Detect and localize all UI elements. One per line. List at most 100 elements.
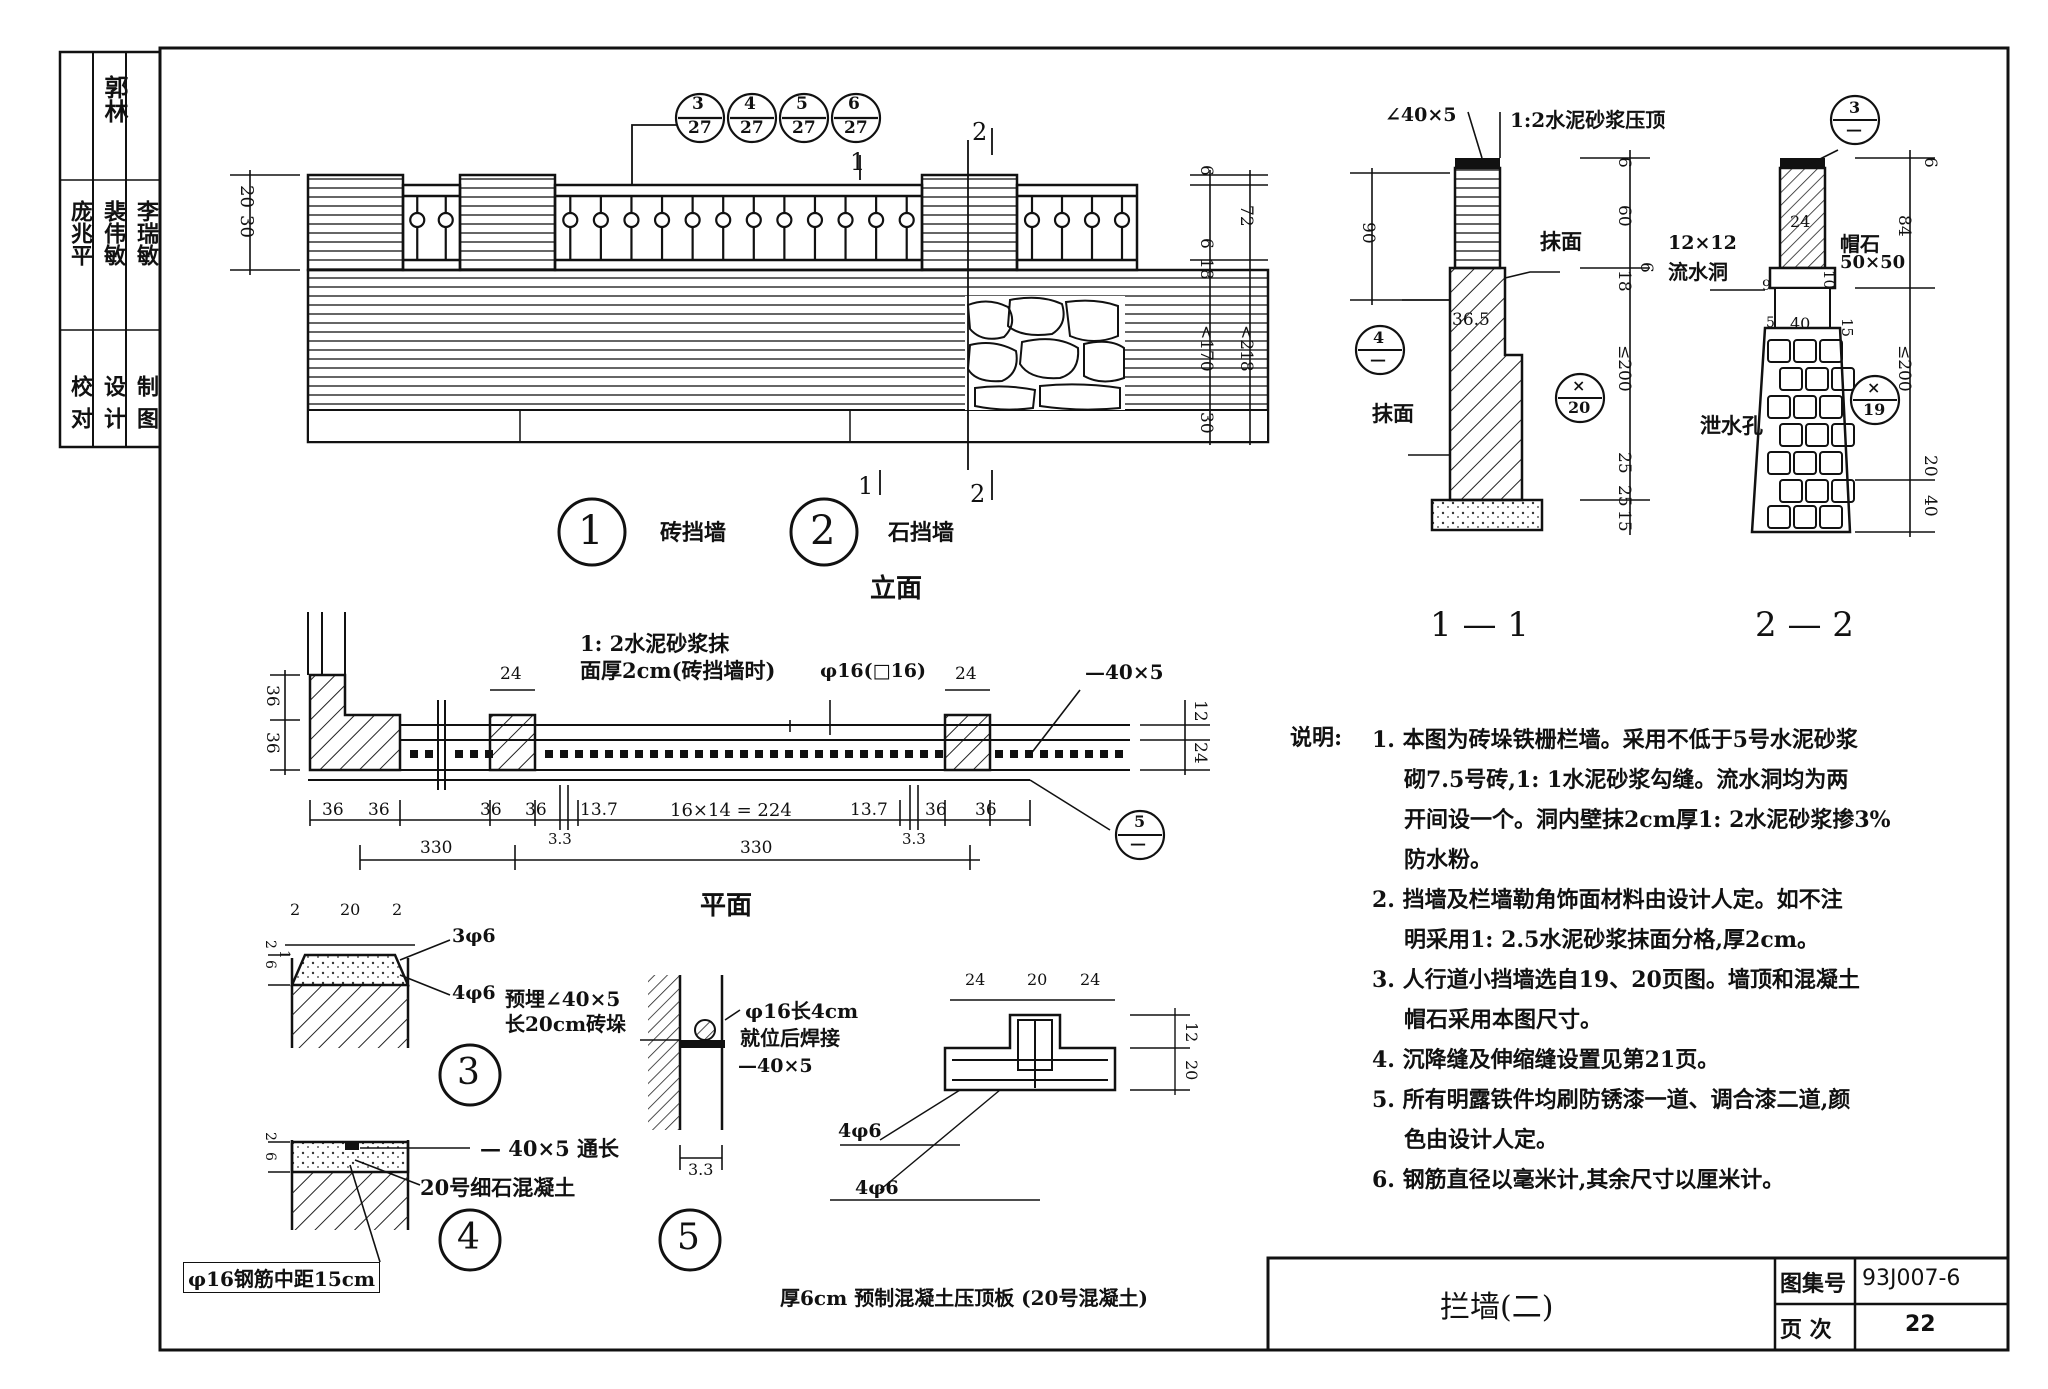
s22-dim-15: 15	[1838, 318, 1856, 338]
rebar-mark	[485, 750, 493, 758]
detail-5-num: 5	[677, 1217, 700, 1258]
railing-bar	[592, 211, 609, 229]
plan-right-24: 24	[1190, 742, 1210, 764]
d5-embed1: 预埋∠40×5	[505, 987, 621, 1011]
d5-dim: 3.3	[688, 1160, 714, 1179]
railing-bar	[1053, 211, 1071, 229]
cut-2-bottom: 2	[970, 480, 986, 508]
rebar-mark	[740, 750, 748, 758]
plan-title: 平面	[700, 891, 753, 921]
d4-rod-spacing: φ16钢筋中距15cm	[183, 1262, 381, 1293]
s11-dim-6b: 6	[1636, 262, 1656, 273]
d3-dim-2a: 2	[290, 900, 301, 919]
s22-w9: 9	[1762, 278, 1771, 294]
detail-3-num: 3	[457, 1052, 480, 1093]
pc-top-24b: 24	[1080, 970, 1101, 989]
stone-block	[1819, 451, 1843, 475]
railing-bar	[437, 211, 454, 229]
s11-refx-page: 20	[1568, 398, 1591, 417]
elev-dim-218: <218	[1236, 325, 1256, 372]
rebar-mark	[545, 750, 553, 758]
s22-ref3-page: —	[1846, 120, 1862, 139]
callout-3-page: 27	[688, 118, 712, 138]
elev-dim-72: 72	[1236, 205, 1256, 227]
plan-bot-13-7b: 13.7	[850, 800, 888, 820]
d4-bar: — 40×5 通长	[480, 1136, 620, 1161]
plan-bot2-330b: 330	[740, 838, 773, 858]
stone-block	[1767, 505, 1791, 529]
rebar-mark	[860, 750, 868, 758]
name-drafting: 李瑞敏	[133, 200, 159, 266]
s22-refx-num: ×	[1867, 378, 1881, 397]
atlas-label: 图集号	[1780, 1271, 1847, 1297]
plan-note2: 面厚2cm(砖挡墙时)	[580, 658, 776, 683]
plan-bot-36f: 36	[975, 800, 997, 820]
plan-ref5-num: 5	[1134, 812, 1146, 831]
notes-heading: 说明:	[1290, 725, 1343, 751]
d3-rebar-bot: 4φ6	[452, 982, 496, 1004]
precast-cap-detail	[830, 999, 1190, 1201]
elev-dim-30: 30	[236, 215, 257, 238]
callout-3-num: 3	[692, 94, 704, 114]
role-drafting: 制图	[133, 375, 159, 439]
title-block	[1266, 1256, 2010, 1352]
pc-top-24a: 24	[965, 970, 986, 989]
rebar-mark	[845, 750, 853, 758]
plan-bot-224: 16×14 = 224	[670, 800, 792, 821]
s11-dim-90: 90	[1358, 222, 1378, 244]
rebar-mark	[815, 750, 823, 758]
plan-top-24b: 24	[955, 664, 977, 684]
elevation-item1-label: 砖挡墙	[660, 520, 727, 546]
rebar-mark	[755, 750, 763, 758]
railing-bar	[1113, 211, 1131, 229]
s22-hole-size: 12×12	[1668, 232, 1737, 254]
elevation-title: 立面	[870, 574, 923, 604]
rebar-mark	[785, 750, 793, 758]
rebar-mark	[725, 750, 733, 758]
rebar-mark	[605, 750, 613, 758]
rebar-mark	[455, 750, 463, 758]
s22-dim-40: 40	[1920, 495, 1940, 517]
elevation-view	[230, 124, 1270, 567]
rebar-mark	[410, 750, 418, 758]
railing-bar	[684, 211, 701, 229]
callout-4-num: 4	[744, 94, 756, 114]
railing-bar	[623, 211, 640, 229]
stone-block	[1767, 395, 1791, 419]
stone-block	[1831, 479, 1855, 503]
pc-rebar2: 4φ6	[855, 1177, 899, 1199]
d5-embed2: 长20cm砖垛	[505, 1012, 627, 1036]
atlas-value: 93J007-6	[1862, 1266, 1961, 1291]
plan-right-12: 12	[1190, 700, 1210, 722]
pc-rebar1: 4φ6	[838, 1120, 882, 1142]
note-1-line-3: 开间设一个。洞内壁抹2cm厚1: 2水泥砂浆掺3%	[1404, 807, 1891, 833]
signature-1: 郭林	[100, 75, 129, 123]
detail-5	[640, 975, 741, 1272]
plan-note1: 1: 2水泥砂浆抹	[580, 631, 730, 656]
railing-bar	[409, 211, 426, 229]
stone-block	[1779, 367, 1803, 391]
s11-dim-18: 18	[1614, 270, 1634, 292]
elevation-item2-label: 石挡墙	[888, 520, 955, 546]
note-5-line-2: 色由设计人定。	[1404, 1127, 1559, 1153]
stone-block	[1805, 367, 1829, 391]
plan-top-24a: 24	[500, 664, 522, 684]
stone-block	[1819, 339, 1843, 363]
section-2-2	[1710, 94, 1935, 537]
stone-block	[1819, 395, 1843, 419]
s11-dim-200: ≤200	[1614, 345, 1634, 392]
rebar-mark	[1055, 750, 1063, 758]
section-1-1	[1350, 111, 1650, 535]
stone-block	[1793, 339, 1817, 363]
cut-1-bottom: 1	[858, 472, 874, 500]
railing-bar	[868, 211, 885, 229]
plan-left-36a: 36	[262, 685, 282, 707]
stone-block	[1767, 451, 1791, 475]
name-proofread: 庞兆平	[67, 200, 93, 266]
cut-2-top: 2	[972, 118, 988, 146]
cut-1-top: 1	[850, 148, 866, 176]
d3-rebar-top: 3φ6	[452, 925, 496, 947]
rebar-mark	[695, 750, 703, 758]
